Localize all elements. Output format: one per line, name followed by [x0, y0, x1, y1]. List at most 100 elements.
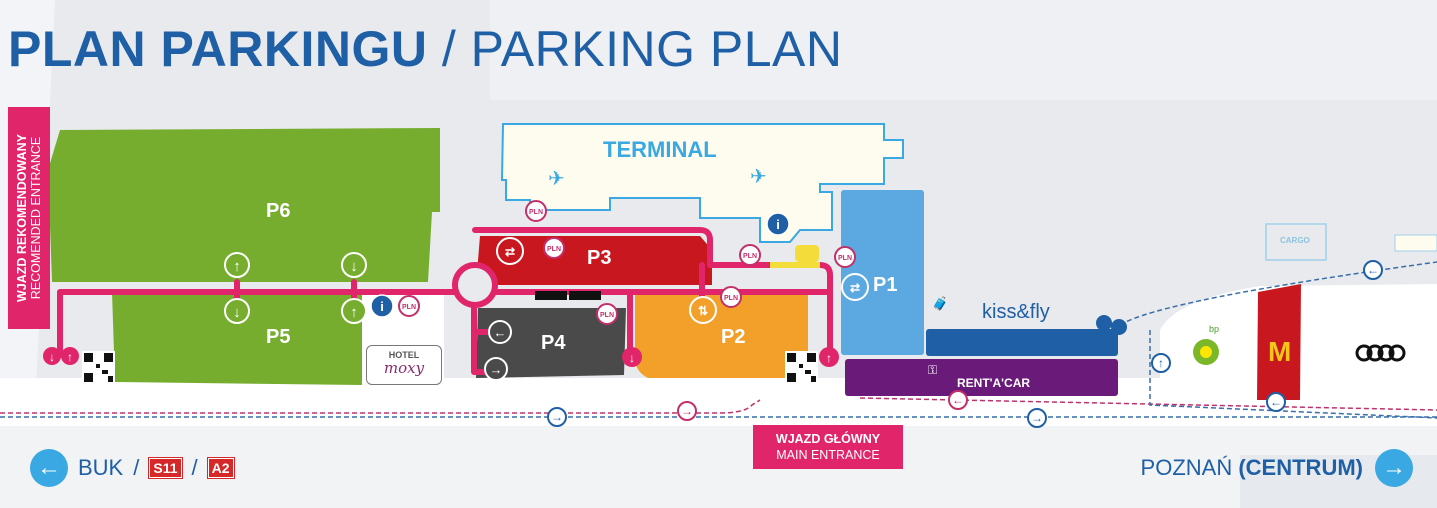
hotel-label: HOTEL — [388, 350, 420, 360]
svg-text:↑: ↑ — [233, 258, 241, 275]
svg-text:←: ← — [494, 325, 507, 340]
cargo-building — [1265, 223, 1327, 261]
parking-p3-label[interactable]: P3 — [587, 247, 612, 269]
svg-text:↓: ↓ — [350, 258, 358, 275]
arrow-right-icon: → — [484, 357, 508, 381]
arrivals-plane-icon: ✈ — [548, 168, 565, 190]
payment-pln-icon: PLN — [525, 200, 547, 222]
car-key-icon: ⚿ — [928, 363, 938, 377]
entry-exit-icon: ⇄ — [841, 273, 869, 301]
svg-text:↑: ↑ — [350, 304, 358, 321]
svg-text:↑: ↑ — [1158, 356, 1164, 370]
direction-poznan-label: POZNAŃ (CENTRUM) — [1141, 455, 1363, 481]
svg-text:↓: ↓ — [49, 350, 55, 364]
direction-buk-label: BUK — [78, 455, 124, 480]
arrow-right-icon: → — [547, 407, 567, 427]
hotel-moxy-sign: HOTEL moxy — [366, 345, 442, 385]
title-polish: PLAN PARKINGU — [8, 21, 428, 77]
title-separator: / — [427, 21, 471, 77]
payment-pln-icon: PLN — [720, 286, 742, 308]
qr-code-icon — [82, 351, 115, 384]
arrow-up-icon: ↑ — [341, 298, 367, 324]
arrow-up-icon: ↑ — [61, 347, 79, 365]
cargo-label: CARGO — [1280, 236, 1310, 245]
recommended-entrance-pl: WJAZD REKOMENDOWANY — [15, 133, 29, 303]
entry-exit-icon: ⇄ — [496, 237, 524, 265]
svg-text:PLN: PLN — [838, 255, 852, 262]
parking-p2-label[interactable]: P2 — [721, 326, 746, 348]
svg-text:i: i — [776, 217, 780, 232]
entry-exit-icon: ⇅ — [689, 296, 717, 324]
arrow-left-icon: ← — [488, 320, 512, 344]
arrow-right-icon: → — [1375, 449, 1413, 487]
payment-pln-icon: PLN — [398, 295, 420, 317]
arrow-left-icon: ← — [1363, 260, 1383, 280]
svg-text:←: ← — [1367, 263, 1379, 277]
road-s11-badge: S11 — [148, 457, 183, 479]
arrow-left-icon: ← — [1266, 392, 1286, 412]
qr-code-icon — [785, 351, 818, 384]
parking-p4-label[interactable]: P4 — [541, 332, 566, 354]
direction-buk: ← BUK / S11 / A2 — [30, 449, 235, 487]
arrow-up-icon: ↑ — [819, 347, 839, 367]
main-entrance-label: WJAZD GŁÓWNY MAIN ENTRANCE — [753, 425, 903, 469]
recommended-entrance-en: RECOMENDED ENTRANCE — [29, 136, 43, 300]
parking-p6-label[interactable]: P6 — [266, 200, 291, 222]
arrow-right-icon: → — [677, 401, 697, 421]
hotel-brand: moxy — [383, 359, 425, 377]
departures-plane-icon: ✈ — [750, 166, 767, 188]
svg-text:→: → — [1031, 411, 1043, 425]
page-title: PLAN PARKINGU / PARKING PLAN — [8, 20, 843, 78]
traveler-icon: 🧳 — [932, 296, 949, 311]
svg-text:PLN: PLN — [600, 312, 614, 319]
road-a2-badge: A2 — [206, 457, 235, 479]
arrow-down-icon: ↓ — [224, 298, 250, 324]
svg-text:↑: ↑ — [67, 350, 73, 364]
arrow-down-icon: ↓ — [622, 347, 642, 367]
payment-pln-icon: PLN — [739, 244, 761, 266]
direction-poznan: POZNAŃ (CENTRUM) → — [1141, 449, 1413, 487]
parking-p2-area — [635, 290, 808, 378]
svg-text:⇅: ⇅ — [698, 304, 708, 318]
title-english: PARKING PLAN — [470, 21, 843, 77]
svg-text:PLN: PLN — [547, 246, 561, 253]
info-icon: i — [766, 212, 790, 236]
parking-p5-area — [112, 292, 362, 385]
parking-p1-label[interactable]: P1 — [873, 274, 898, 296]
payment-pln-icon: PLN — [834, 246, 856, 268]
bp-logo: bp — [1209, 324, 1220, 334]
main-entrance-pl: WJAZD GŁÓWNY — [775, 432, 881, 446]
roundabout — [452, 262, 498, 308]
main-entrance-en: MAIN ENTRANCE — [776, 448, 880, 462]
svg-text:PLN: PLN — [529, 209, 543, 216]
centrum-label: (CENTRUM) — [1238, 455, 1363, 480]
svg-text:↑: ↑ — [826, 351, 832, 365]
parking-p1-area — [841, 190, 924, 355]
kiss-and-fly-label: kiss&fly — [982, 301, 1050, 323]
svg-text:PLN: PLN — [724, 295, 738, 302]
separator: / — [191, 455, 198, 480]
mcdonalds-building — [1257, 284, 1301, 400]
svg-text:PLN: PLN — [402, 304, 416, 311]
parking-p3-area — [476, 236, 712, 285]
arrow-right-icon: → — [1027, 408, 1047, 428]
svg-text:↓: ↓ — [629, 351, 635, 365]
arrow-up-icon: ↑ — [1151, 353, 1171, 373]
kiss-and-fly-area — [926, 329, 1118, 356]
payment-pln-icon: PLN — [543, 237, 565, 259]
recommended-entrance-label: WJAZD REKOMENDOWANY RECOMENDED ENTRANCE — [8, 107, 50, 329]
info-icon: i — [370, 294, 394, 318]
arrow-down-icon: ↓ — [341, 252, 367, 278]
poznan-label: POZNAŃ — [1140, 455, 1239, 480]
svg-text:⇄: ⇄ — [850, 281, 860, 295]
parking-p6-area — [48, 128, 440, 282]
svg-text:→: → — [681, 404, 693, 418]
svg-text:PLN: PLN — [743, 253, 757, 260]
parking-p5-label[interactable]: P5 — [266, 326, 291, 348]
arrow-left-icon: ← — [948, 390, 968, 410]
payment-pln-icon: PLN — [596, 303, 618, 325]
svg-text:i: i — [380, 299, 384, 314]
mcdonalds-logo: M — [1268, 336, 1292, 367]
rent-a-car-area — [845, 359, 1118, 396]
svg-text:←: ← — [1270, 395, 1282, 409]
